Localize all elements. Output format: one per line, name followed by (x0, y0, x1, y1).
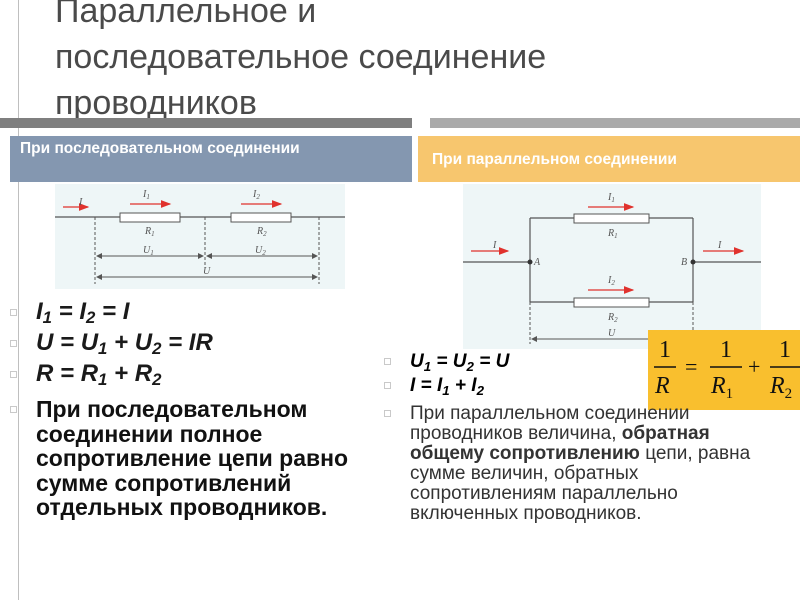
label-i2: I2 (607, 275, 615, 287)
label-i1: I1 (607, 192, 615, 204)
label-i1: I1 (142, 189, 150, 201)
left-vertical-rule (18, 0, 19, 600)
reciprocal-resistance-formula: 1 R = 1 R1 + 1 R2 (648, 330, 800, 410)
node-a (527, 259, 533, 265)
parallel-formulas-list: U1 = U2 = U I = I1 + I2 При параллельном… (380, 352, 780, 524)
title-line-3: проводников (55, 84, 257, 122)
series-formula-resistance: R = R1 + R2 (0, 362, 380, 393)
numerator-3: 1 (779, 337, 791, 363)
label-r1: R1 (144, 226, 155, 238)
equals-sign: = (685, 354, 697, 379)
denominator-r2: R2 (769, 373, 792, 402)
series-formulas-list: I1 = I2 = I U = U1 + U2 = IR R = R1 + R2… (0, 300, 380, 520)
series-circuit-diagram: I I1 I2 R1 R2 U1 U2 U (55, 184, 345, 289)
formula-svg: 1 R = 1 R1 + 1 R2 (654, 337, 800, 402)
label-i-out: I (717, 240, 722, 251)
label-a: A (533, 257, 541, 268)
parallel-connection-header: При параллельном соединении (418, 136, 800, 182)
label-r2: R2 (607, 312, 618, 324)
page-title: Параллельное и последовательное соединен… (55, 0, 775, 126)
label-b: B (681, 257, 687, 268)
label-r1: R1 (607, 228, 618, 240)
label-i-in: I (492, 240, 497, 251)
label-u: U (203, 266, 211, 277)
series-formula-current: I1 = I2 = I (0, 300, 380, 331)
title-line-1: Параллельное и (55, 0, 317, 30)
label-i: I (78, 197, 83, 208)
divider-bar-left (0, 118, 412, 128)
numerator-1: 1 (659, 337, 671, 363)
series-formula-voltage: U = U1 + U2 = IR (0, 331, 380, 362)
bullet-icon (10, 406, 17, 413)
label-u1: U1 (143, 245, 154, 257)
series-explanation: При последовательном соединении полное с… (0, 397, 380, 520)
label-i2: I2 (252, 189, 260, 201)
parallel-formula-voltage: U1 = U2 = U (380, 352, 780, 376)
parallel-explanation: При параллельном соединении проводников … (380, 404, 780, 524)
resistor-r1 (119, 212, 181, 223)
bullet-icon (384, 410, 391, 417)
denominator-r1: R1 (710, 373, 733, 402)
series-connection-header: При последовательном соединении (10, 136, 412, 182)
bullet-icon (10, 340, 17, 347)
resistor-r2 (230, 212, 292, 223)
series-circuit-svg: I I1 I2 R1 R2 U1 U2 U (55, 189, 345, 284)
node-b (690, 259, 696, 265)
label-r2: R2 (256, 226, 267, 238)
parallel-formula-current: I = I1 + I2 (380, 376, 780, 400)
denominator-r: R (654, 373, 670, 399)
bullet-icon (10, 371, 17, 378)
parallel-circuit-svg: I I A B I1 I2 R1 R2 U (463, 192, 761, 344)
title-line-2: последовательное соединение (55, 38, 547, 76)
plus-sign: + (748, 354, 760, 379)
numerator-2: 1 (720, 337, 732, 363)
label-u: U (608, 328, 616, 339)
parallel-circuit-diagram: I I A B I1 I2 R1 R2 U (463, 184, 761, 349)
bullet-icon (384, 382, 391, 389)
bullet-icon (384, 358, 391, 365)
label-u2: U2 (255, 245, 266, 257)
resistor-r1 (573, 213, 650, 224)
divider-bar-right (430, 118, 800, 128)
bullet-icon (10, 309, 17, 316)
resistor-r2 (573, 297, 650, 308)
